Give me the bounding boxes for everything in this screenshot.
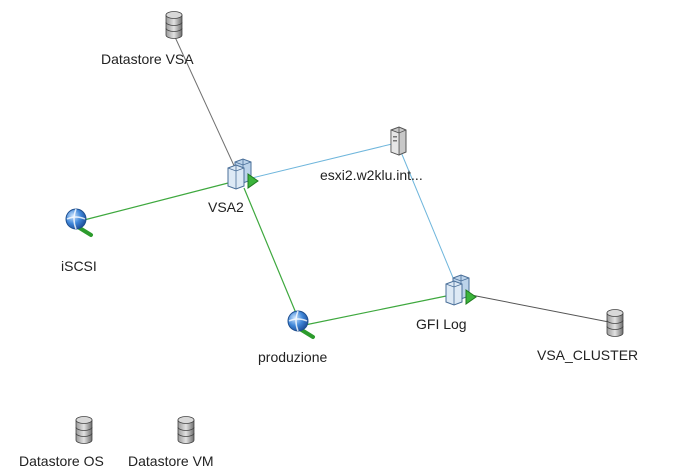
network-icon xyxy=(65,208,93,237)
node-label: VSA2 xyxy=(208,199,244,215)
node-label: Datastore OS xyxy=(19,453,104,469)
link-esxi2-to-gfi-log xyxy=(400,151,457,286)
link-produzione-to-gfi-log xyxy=(299,293,457,327)
node-label: produzione xyxy=(258,349,328,365)
network-icon xyxy=(287,310,315,339)
link-datastore-vsa-to-vsa2 xyxy=(174,36,237,171)
virtual-machine-icon xyxy=(227,158,259,190)
link-vsa2-to-iscsi xyxy=(83,181,233,221)
link-gfi-log-to-vsa-cluster xyxy=(465,293,615,324)
datastore-icon xyxy=(177,416,195,444)
node-label: GFI Log xyxy=(416,316,467,332)
host-server-icon xyxy=(390,126,407,156)
node-label: Datastore VSA xyxy=(101,51,194,67)
node-label: VSA_CLUSTER xyxy=(537,347,639,363)
node-label: esxi2.w2klu.int... xyxy=(320,167,423,183)
node-label: iSCSI xyxy=(61,258,97,274)
link-vsa2-to-esxi2 xyxy=(251,143,393,179)
datastore-icon xyxy=(606,309,624,337)
node-label: Datastore VM xyxy=(128,453,214,469)
virtual-machine-icon xyxy=(445,274,477,306)
datastore-icon xyxy=(75,416,93,444)
datastore-icon xyxy=(165,11,183,39)
link-vsa2-to-produzione xyxy=(243,187,299,319)
